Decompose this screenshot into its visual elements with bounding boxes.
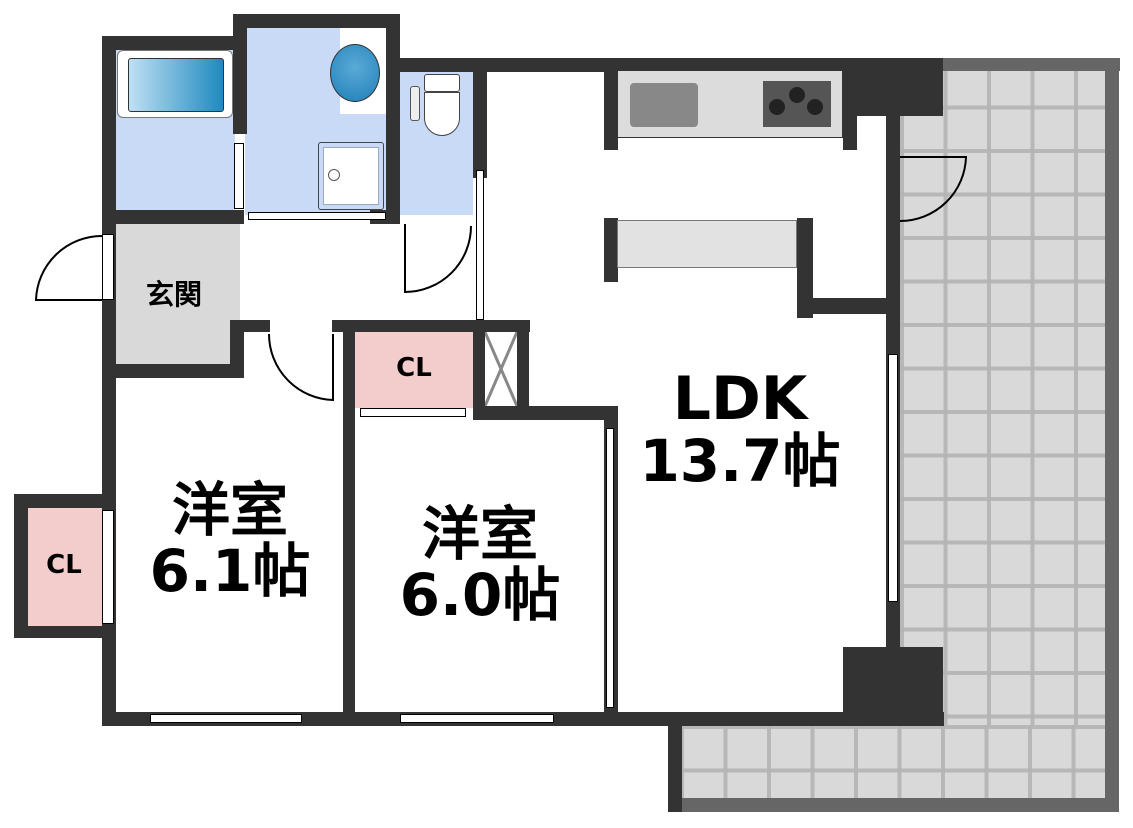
closet-hall-label: CL: [396, 353, 432, 383]
wall: [102, 36, 247, 50]
entrance-label: 玄関: [145, 278, 202, 311]
room-name: LDK: [672, 364, 808, 434]
wall: [14, 494, 116, 508]
wall: [473, 406, 618, 420]
wall: [843, 58, 943, 116]
wall: [102, 210, 244, 224]
bathroom-door[interactable]: [234, 143, 244, 209]
western-room-1-label: 洋室 6.1帖: [120, 480, 340, 602]
balcony-wall-left: [668, 712, 682, 812]
wall: [386, 14, 400, 214]
wall: [102, 364, 244, 378]
wall: [604, 218, 618, 282]
wall: [517, 320, 529, 415]
entrance-door[interactable]: [34, 234, 104, 302]
bathtub-icon: [117, 50, 233, 118]
kitchen-counter: [617, 70, 843, 138]
wall: [233, 14, 400, 28]
closet-bedroom: [26, 508, 102, 628]
wall: [604, 58, 618, 150]
balcony-wall-right: [1105, 58, 1119, 810]
sink-icon: [630, 83, 698, 127]
ldk-label: LDK 13.7帖: [620, 368, 860, 492]
wall: [332, 320, 530, 332]
balcony-wall-top: [900, 58, 1120, 71]
entrance-door-frame: [102, 234, 114, 300]
room-name: 洋室: [171, 476, 288, 544]
wall: [14, 494, 28, 638]
wall: [843, 58, 857, 150]
washroom-sliding-door[interactable]: [248, 212, 386, 220]
closet2-door[interactable]: [102, 510, 114, 624]
pipe-space-icon: [483, 331, 519, 407]
room-size: 13.7帖: [639, 427, 841, 495]
toilet-door[interactable]: [403, 222, 473, 294]
window-bedroom1: [150, 714, 302, 723]
wall: [343, 320, 355, 720]
wall: [230, 320, 270, 332]
western-room-2-label: 洋室 6.0帖: [360, 504, 600, 626]
room-name: 洋室: [421, 500, 538, 568]
closet-hall: [355, 332, 473, 408]
wall: [473, 320, 485, 415]
column: [843, 647, 943, 726]
stove-icon: [763, 81, 831, 127]
window-bedroom2: [400, 714, 554, 723]
wall: [233, 14, 247, 134]
bedroom2-sliding-door[interactable]: [606, 428, 614, 708]
balcony-door[interactable]: [888, 155, 970, 223]
closet-bedroom-label: CL: [46, 550, 82, 580]
toilet-icon: [410, 74, 460, 136]
wall: [14, 626, 116, 638]
balcony-floor-lower: [680, 725, 1115, 810]
closet-door[interactable]: [360, 408, 466, 417]
wall: [230, 320, 244, 376]
wall: [797, 218, 813, 318]
bedroom1-door[interactable]: [267, 332, 335, 404]
window-ldk: [888, 354, 898, 602]
room-size: 6.1帖: [149, 536, 311, 605]
wall: [386, 58, 942, 72]
hall-sliding-door[interactable]: [476, 170, 484, 320]
washing-machine-pan-icon: [318, 142, 384, 210]
balcony-wall-bottom: [670, 798, 1119, 812]
entrance-floor: [115, 224, 240, 364]
kitchen-peninsula: [617, 220, 797, 268]
wall: [797, 298, 900, 314]
wall: [473, 58, 487, 178]
washbasin-icon: [330, 28, 386, 114]
room-size: 6.0帖: [399, 560, 561, 629]
